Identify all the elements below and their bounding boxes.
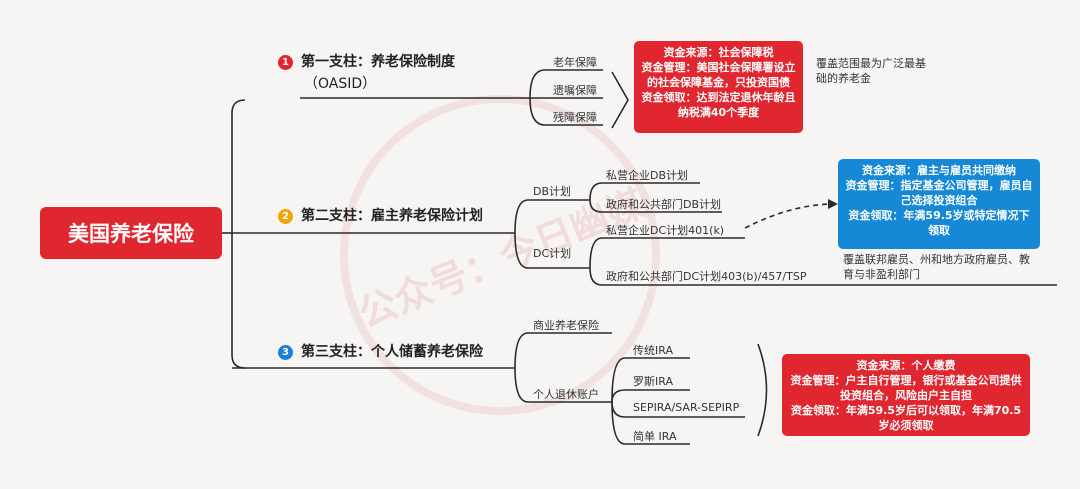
number-badge-icon: 1 (278, 55, 293, 70)
info-line: 资金来源：雇主与雇员共同缴纳 (862, 164, 1016, 177)
pillar-2-group: DB计划 (533, 185, 572, 198)
pillar-1-item: 残障保障 (553, 111, 597, 124)
pillar-2-item: 政府和公共部门DB计划 (606, 198, 722, 211)
pillar-3-group: 个人退休账户 (533, 388, 599, 401)
pillar-1-label: 第一支柱：养老保险制度 (301, 54, 455, 70)
pillar-2-note: 覆盖联邦雇员、州和地方政府雇员、教育与非盈利部门 (843, 253, 1030, 281)
info-line: 资金管理：户主自行管理，银行或基金公司提供投资组合，风险由户主自担 (790, 374, 1022, 402)
pillar-1-note: 覆盖范围最为广泛最基础的养老金 (816, 57, 926, 85)
pillar-3-item: 罗斯IRA (633, 375, 673, 388)
pillar-1-info-box: 资金来源：社会保障税 资金管理：美国社会保障署设立的社会保障基金，只投资国债 资… (634, 41, 803, 133)
info-line: 资金领取：达到法定退休年龄且纳税满40个季度 (641, 91, 796, 119)
info-line: 资金领取：年满59.5岁或特定情况下领取 (848, 209, 1030, 237)
pillar-1-title: 1 第一支柱：养老保险制度 (278, 51, 455, 71)
pillar-3-item: SEPIRA/SAR-SEPIRP (633, 401, 740, 414)
info-line: 资金管理：美国社会保障署设立的社会保障基金，只投资国债 (641, 61, 796, 89)
pillar-2-group: DC计划 (533, 247, 572, 260)
pillar-2-item: 私营企业DB计划 (606, 169, 689, 182)
root-node: 美国养老保险 (40, 207, 222, 259)
number-badge-icon: 2 (278, 209, 293, 224)
pillar-3-title: 3 第三支柱：个人储蓄养老保险 (278, 341, 483, 361)
pillar-2-label: 第二支柱：雇主养老保险计划 (301, 208, 483, 224)
pillar-2-title: 2 第二支柱：雇主养老保险计划 (278, 205, 483, 225)
info-line: 资金来源：社会保障税 (663, 46, 774, 59)
info-line: 资金来源：个人缴费 (856, 359, 956, 372)
pillar-3-group: 商业养老保险 (533, 319, 599, 332)
pillar-3-item: 传统IRA (633, 344, 673, 357)
number-badge-icon: 3 (278, 345, 293, 360)
pillar-1-subtitle: （OASID） (304, 76, 377, 92)
pillar-1-item: 遗嘱保障 (553, 84, 597, 97)
pillar-2-item: 私营企业DC计划401(k) (606, 224, 725, 237)
pillar-3-label: 第三支柱：个人储蓄养老保险 (301, 344, 483, 360)
info-line: 资金领取：年满59.5岁后可以领取，年满70.5岁必须领取 (790, 404, 1022, 432)
pillar-2-info-box: 资金来源：雇主与雇员共同缴纳 资金管理：指定基金公司管理，雇员自己选择投资组合 … (838, 159, 1040, 249)
info-line: 资金管理：指定基金公司管理，雇员自己选择投资组合 (845, 179, 1033, 207)
pillar-2-item: 政府和公共部门DC计划403(b)/457/TSP (606, 270, 807, 283)
pillar-1-item: 老年保障 (553, 56, 597, 69)
pillar-3-item: 简单 IRA (633, 430, 677, 443)
root-title: 美国养老保险 (68, 222, 194, 246)
pillar-3-info-box: 资金来源：个人缴费 资金管理：户主自行管理，银行或基金公司提供投资组合，风险由户… (782, 354, 1030, 436)
